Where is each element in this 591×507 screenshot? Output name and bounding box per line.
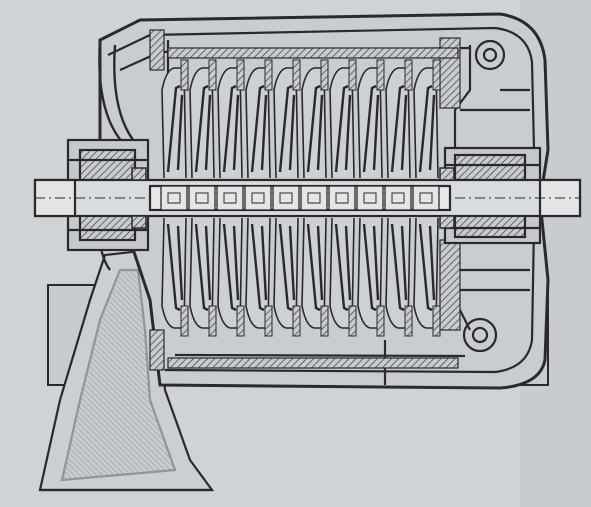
impeller-stage — [189, 59, 217, 337]
impeller-stage — [329, 59, 357, 337]
impeller-stage — [301, 59, 329, 337]
impeller-stage — [273, 59, 301, 337]
shaft-sleeve — [300, 185, 328, 211]
shaft-key — [307, 192, 321, 204]
shaft-sleeves — [160, 185, 440, 211]
shaft-key — [167, 192, 181, 204]
impeller-stage — [385, 59, 413, 337]
shaft-sleeve — [160, 185, 188, 211]
shaft-sleeve — [244, 185, 272, 211]
shaft-key — [223, 192, 237, 204]
impeller-stage — [245, 59, 273, 337]
shaft-sleeve — [328, 185, 356, 211]
shaft-key — [251, 192, 265, 204]
shaft-sleeve — [272, 185, 300, 211]
impeller-stage — [217, 59, 245, 337]
shaft-sleeve — [384, 185, 412, 211]
impeller-stage — [413, 59, 441, 337]
shaft-key — [279, 192, 293, 204]
shaft-key — [335, 192, 349, 204]
shaft-seals — [131, 167, 455, 229]
impeller-stages — [161, 59, 441, 337]
shaft-key — [419, 192, 433, 204]
shaft-key — [391, 192, 405, 204]
shaft-key — [195, 192, 209, 204]
impeller-stage — [161, 59, 189, 337]
shaft-key — [363, 192, 377, 204]
shaft-sleeve — [412, 185, 440, 211]
impeller-stage — [357, 59, 385, 337]
shaft-sleeve — [188, 185, 216, 211]
lower-volute — [164, 224, 536, 385]
shaft-sleeve — [356, 185, 384, 211]
shaft-sleeve — [216, 185, 244, 211]
